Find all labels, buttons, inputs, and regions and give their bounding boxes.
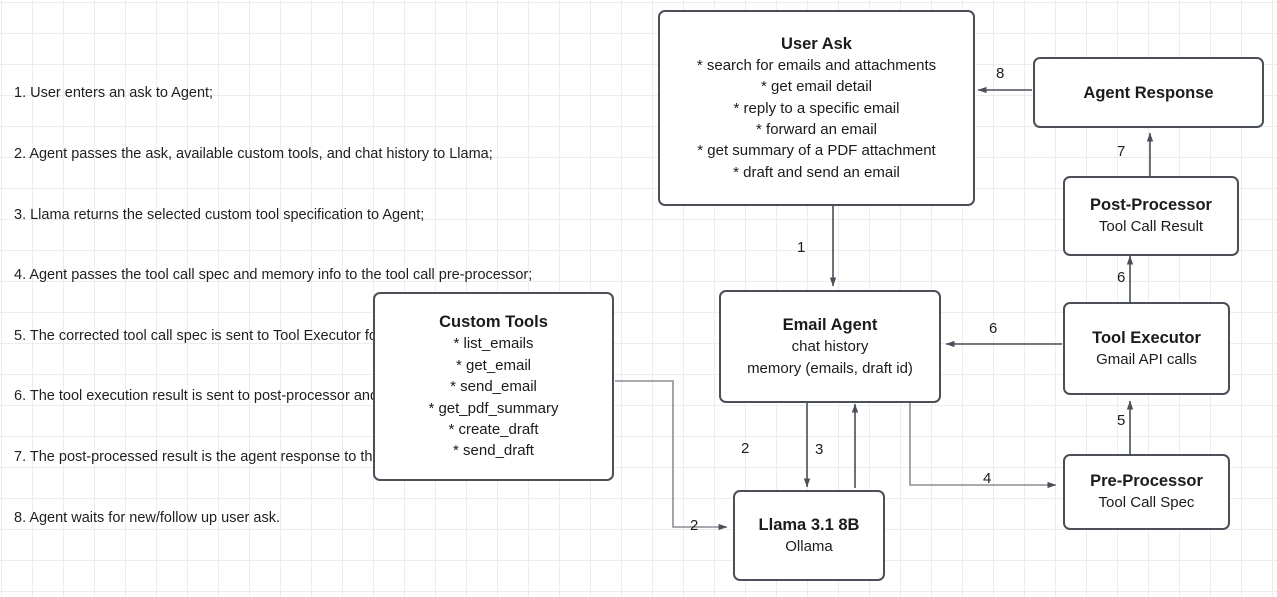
edge-label-2a: 2 bbox=[741, 440, 750, 457]
node-pre-processor-title: Pre-Processor bbox=[1090, 472, 1203, 491]
edge-label-4: 4 bbox=[983, 470, 992, 487]
workflow-step: 1. User enters an ask to Agent; bbox=[14, 85, 214, 102]
node-user-ask-line: * get summary of a PDF attachment bbox=[697, 142, 936, 160]
node-user-ask-line: * forward an email bbox=[756, 121, 877, 138]
node-user-ask-line: * search for emails and attachments bbox=[696, 56, 937, 74]
edge-label-3: 3 bbox=[815, 441, 824, 458]
node-user-ask[interactable]: User Ask * search for emails and attachm… bbox=[658, 10, 975, 206]
node-pre-processor-line: Tool Call Spec bbox=[1098, 494, 1195, 512]
node-post-processor-line: Tool Call Result bbox=[1098, 218, 1204, 236]
workflow-step: 8. Agent waits for new/follow up user as… bbox=[14, 509, 280, 526]
node-custom-tools-line: * send_draft bbox=[453, 442, 534, 460]
node-agent-response-title: Agent Response bbox=[1083, 83, 1214, 102]
node-custom-tools[interactable]: Custom Tools * list_emails * get_email *… bbox=[373, 292, 614, 481]
node-tool-executor[interactable]: Tool Executor Gmail API calls bbox=[1063, 302, 1230, 395]
node-user-ask-line: * get email detail bbox=[761, 78, 872, 96]
node-email-agent-title: Email Agent bbox=[782, 316, 878, 335]
node-email-agent-line: memory (emails, draft id) bbox=[747, 359, 913, 377]
node-user-ask-line: * reply to a specific email bbox=[733, 99, 900, 117]
node-email-agent[interactable]: Email Agent chat history memory (emails,… bbox=[719, 290, 941, 403]
node-custom-tools-line: * send_email bbox=[450, 378, 537, 396]
node-post-processor[interactable]: Post-Processor Tool Call Result bbox=[1063, 176, 1239, 256]
node-user-ask-title: User Ask bbox=[781, 34, 852, 53]
edge-label-7: 7 bbox=[1117, 143, 1126, 160]
node-custom-tools-line: * create_draft bbox=[448, 420, 539, 438]
workflow-step: 3. Llama returns the selected custom too… bbox=[14, 206, 425, 223]
edge-label-6b: 6 bbox=[989, 320, 998, 337]
node-agent-response[interactable]: Agent Response bbox=[1033, 57, 1264, 128]
edge-custom-tools-to-llama bbox=[615, 380, 728, 531]
edge-label-6a: 6 bbox=[1117, 269, 1126, 286]
node-tool-executor-line: Gmail API calls bbox=[1096, 350, 1197, 368]
node-post-processor-title: Post-Processor bbox=[1090, 196, 1212, 215]
node-llama-line: Ollama bbox=[785, 537, 833, 555]
edge-label-2b: 2 bbox=[690, 517, 699, 534]
edge-label-1: 1 bbox=[797, 239, 806, 256]
node-custom-tools-line: * list_emails bbox=[453, 335, 534, 353]
node-tool-executor-title: Tool Executor bbox=[1092, 328, 1201, 347]
node-custom-tools-line: * get_email bbox=[455, 356, 532, 374]
node-llama[interactable]: Llama 3.1 8B Ollama bbox=[733, 490, 885, 581]
node-custom-tools-line: * get_pdf_summary bbox=[428, 399, 559, 417]
node-pre-processor[interactable]: Pre-Processor Tool Call Spec bbox=[1063, 454, 1230, 530]
node-custom-tools-title: Custom Tools bbox=[439, 313, 548, 332]
workflow-step: 2. Agent passes the ask, available custo… bbox=[14, 146, 493, 163]
node-user-ask-line: * draft and send an email bbox=[733, 163, 900, 181]
edge-label-8: 8 bbox=[996, 65, 1005, 82]
node-email-agent-line: chat history bbox=[791, 338, 869, 356]
node-llama-title: Llama 3.1 8B bbox=[758, 515, 860, 534]
workflow-step: 4. Agent passes the tool call spec and m… bbox=[14, 267, 533, 284]
edge-label-5: 5 bbox=[1117, 412, 1126, 429]
